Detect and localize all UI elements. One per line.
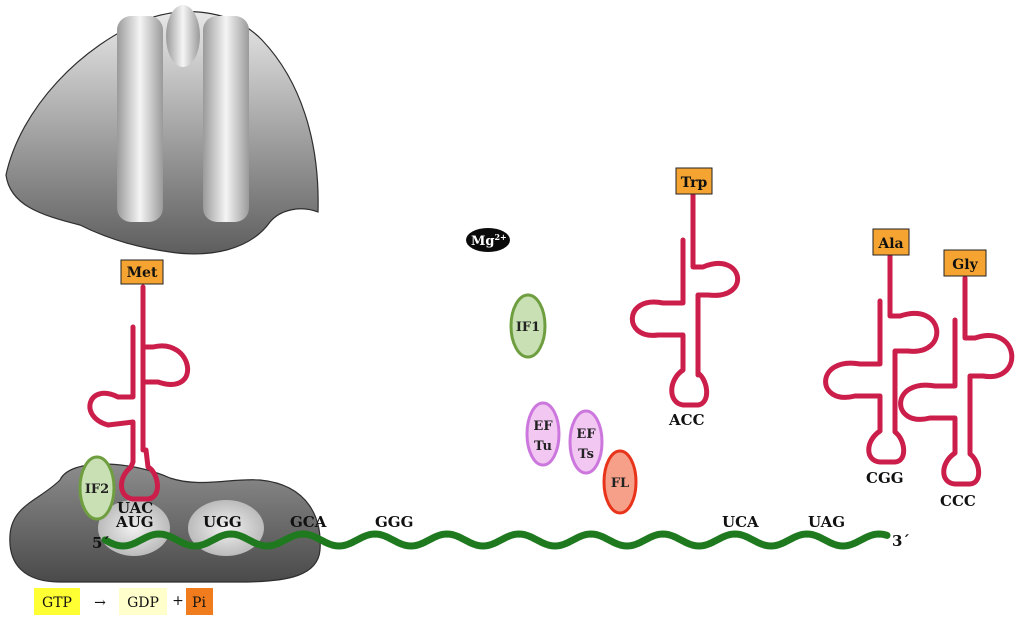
if1-factor: IF1: [509, 293, 547, 359]
gdp-label: GDP: [127, 595, 159, 611]
pi-label: Pi: [192, 595, 206, 611]
reaction-arrow: →: [94, 595, 106, 611]
met-box: [120, 259, 164, 285]
ef-tu-ellipse: [525, 401, 561, 467]
ribosome-knob: [166, 5, 200, 67]
anticodon-acc: ACC: [668, 411, 705, 429]
five-prime-label: 5´: [92, 534, 110, 552]
gtp-box: [34, 588, 80, 615]
trna-gly: Gly CCC: [898, 249, 1015, 510]
if2-ellipse: [78, 455, 116, 521]
trna-trp-shape: [629, 192, 740, 408]
fl-ellipse: [602, 449, 638, 515]
codon-ggg: GGG: [375, 513, 413, 531]
fl-factor: FL: [602, 449, 638, 515]
fl-label: FL: [611, 476, 629, 491]
mg-label: Mg2+: [471, 232, 507, 249]
mg-base: Mg: [471, 234, 494, 249]
mrna: 5´ 3´ AUG UGG GCA GGG UCA UAG: [92, 513, 910, 552]
ef-ts-ellipse: [568, 409, 604, 475]
ef-tu-factor: EF Tu: [525, 401, 561, 467]
three-prime-label: 3´: [892, 532, 910, 550]
ef-tu-label-line2: Tu: [534, 439, 552, 454]
ef-ts-factor: EF Ts: [568, 409, 604, 475]
codon-uag: UAG: [808, 513, 845, 531]
ef-ts-label-line2: Ts: [578, 447, 594, 462]
mrna-strand: [101, 530, 891, 550]
trna-ala: Ala CGG: [823, 228, 940, 487]
anticodon-cgg: CGG: [866, 469, 904, 487]
mg-superscript: 2+: [494, 232, 506, 242]
if2-label: IF2: [85, 482, 109, 497]
ala-label: Ala: [877, 236, 903, 252]
codon-gca: GCA: [290, 513, 327, 531]
trna-ala-shape: [823, 253, 940, 465]
large-ribosomal-subunit: [5, 5, 319, 255]
trna-trp: Trp ACC: [629, 167, 740, 429]
gly-label: Gly: [952, 257, 978, 273]
plus-sign: +: [172, 593, 184, 609]
trna-gly-shape: [898, 275, 1015, 487]
gtp-label: GTP: [42, 595, 72, 611]
trp-label: Trp: [681, 175, 708, 191]
ef-ts-label-line1: EF: [576, 427, 596, 442]
ribosome-channel-right: [203, 16, 249, 222]
pi-box: [186, 588, 213, 615]
codon-uca: UCA: [722, 513, 759, 531]
ribosome-channel-left: [117, 16, 163, 222]
gdp-box: [119, 588, 167, 615]
codon-ugg: UGG: [203, 513, 242, 531]
anticodon-uac: UAC: [117, 499, 153, 517]
if1-ellipse: [509, 293, 547, 359]
ala-box: [872, 228, 910, 256]
met-label: Met: [127, 265, 158, 281]
small-ribosomal-subunit: [9, 463, 321, 583]
trp-box: [675, 167, 713, 195]
if1-label: IF1: [516, 320, 540, 335]
mg-ellipse: [466, 228, 510, 252]
if2-factor: IF2: [78, 455, 116, 521]
magnesium-ion: Mg2+: [466, 228, 510, 252]
ef-tu-label-line1: EF: [533, 419, 553, 434]
trna-met-shape: [87, 284, 191, 502]
gtp-hydrolysis-reaction: GTP → GDP + Pi: [34, 588, 213, 615]
trna-met: Met UAC: [87, 259, 191, 517]
anticodon-ccc: CCC: [940, 492, 976, 510]
gly-box: [943, 249, 987, 277]
codon-aug: AUG: [115, 513, 154, 531]
